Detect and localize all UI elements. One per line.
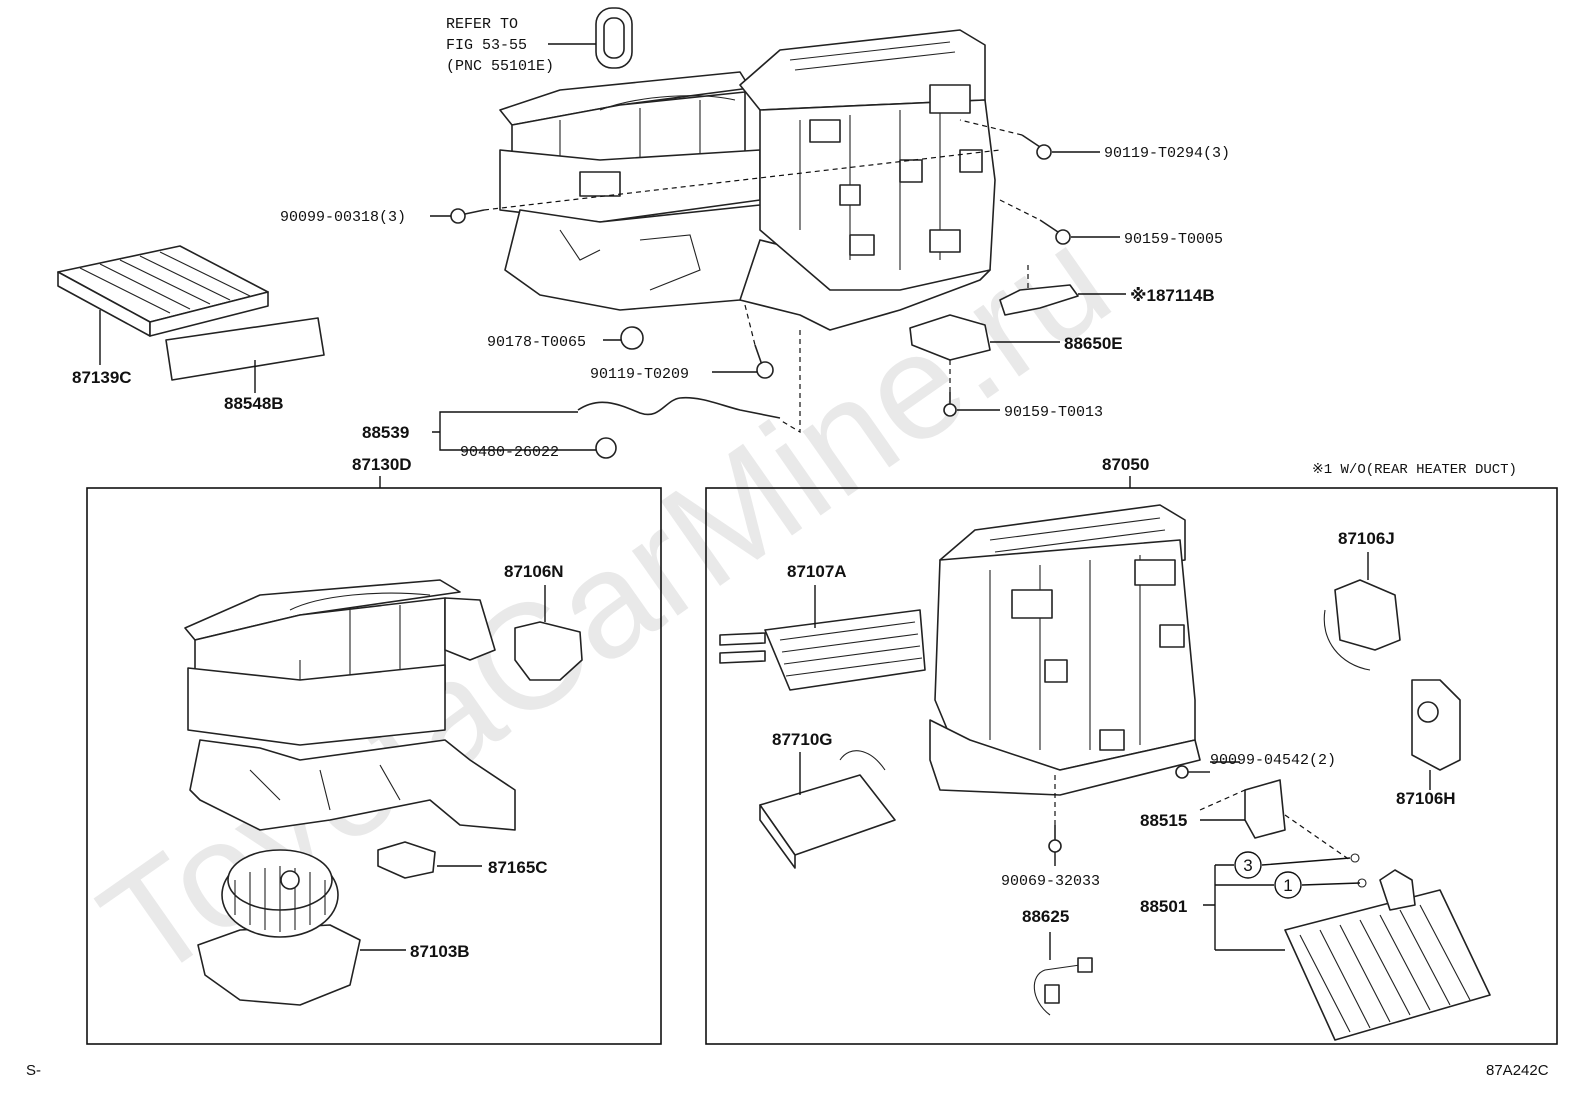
thermistor-88625-icon: [1033, 957, 1093, 1016]
label-87710g: 87710G: [772, 730, 833, 749]
label-90178-t0065: 90178-T0065: [487, 334, 586, 351]
blower-motor-87103b-icon: [197, 849, 361, 1006]
callout-1-circle: [1274, 871, 1302, 899]
label-87106h: 87106H: [1396, 789, 1456, 808]
corner-right-tag: 87A242C: [1486, 1062, 1549, 1079]
refer-line-1: REFER TO: [446, 16, 518, 33]
bolt-90119-t0294-icon: [1021, 134, 1052, 160]
label-88501: 88501: [1140, 897, 1187, 916]
screw-90159-t0013-icon: [943, 392, 957, 417]
servo-87106j-icon: [1323, 579, 1401, 671]
bracket-87114b-icon: [999, 284, 1079, 316]
label-90099-04542: 90099-04542(2): [1210, 752, 1336, 769]
expansion-valve-88515-icon: [1244, 779, 1286, 839]
hose-88539-icon: [577, 396, 781, 419]
corner-left-tag: S-: [26, 1062, 41, 1079]
refer-line-3: (PNC 55101E): [446, 58, 554, 75]
label-88539: 88539: [362, 423, 409, 442]
nut-90178-t0065-icon: [620, 326, 644, 350]
screw-90159-t0005-icon: [1039, 219, 1071, 245]
label-88650e: 88650E: [1064, 334, 1123, 353]
label-90480-26022: 90480-26022: [460, 444, 559, 461]
label-87106n: 87106N: [504, 562, 564, 581]
label-87106j: 87106J: [1338, 529, 1395, 548]
hvac-unit-assembly: [499, 29, 996, 331]
label-87114b: ※187114B: [1130, 286, 1215, 305]
ptc-heater-87710g-icon: [759, 750, 896, 869]
callout-3-circle: [1234, 851, 1262, 879]
right-box-frame: [705, 487, 1558, 1045]
label-90119-t0294: 90119-T0294(3): [1104, 145, 1230, 162]
bolt-90119-t0209-icon: [754, 344, 774, 379]
label-88515: 88515: [1140, 811, 1187, 830]
label-87165c: 87165C: [488, 858, 548, 877]
grommet-90480-26022-icon: [595, 437, 617, 459]
hvac-case-87050: [929, 504, 1201, 796]
module-88650e-icon: [909, 314, 991, 361]
grommet-55101e: [548, 7, 633, 69]
label-88625: 88625: [1022, 907, 1069, 926]
label-90069-32033: 90069-32033: [1001, 873, 1100, 890]
screw-90099-04542-icon: [1175, 765, 1210, 779]
callout-1: 1: [1283, 876, 1292, 895]
blower-housing-87130d: [184, 579, 516, 831]
resistor-87165c-icon: [377, 841, 436, 879]
evaporator-88501-icon: [1284, 853, 1491, 1041]
label-90119-t0209: 90119-T0209: [590, 366, 689, 383]
refer-line-2: FIG 53-55: [446, 37, 527, 54]
screw-90069-32033-icon: [1048, 825, 1062, 853]
servo-87106n-icon: [514, 621, 583, 681]
right-box-title: 87050: [1102, 455, 1149, 474]
screw-90099-00318-icon: [450, 208, 485, 224]
label-87107a: 87107A: [787, 562, 847, 581]
heater-core-87107a-icon: [719, 609, 926, 691]
left-box-title: 87130D: [352, 455, 412, 474]
label-87103b: 87103B: [410, 942, 470, 961]
left-box-frame: [86, 487, 662, 1045]
label-88548b: 88548B: [224, 394, 284, 413]
label-90159-t0005: 90159-T0005: [1124, 231, 1223, 248]
rear-heater-note: ※1 W/O(REAR HEATER DUCT): [1312, 462, 1517, 478]
label-90099-00318: 90099-00318(3): [280, 209, 406, 226]
label-90159-t0013: 90159-T0013: [1004, 404, 1103, 421]
label-87139c: 87139C: [72, 368, 132, 387]
servo-87106h-icon: [1411, 679, 1461, 771]
callout-3: 3: [1243, 856, 1252, 875]
cover-88548b-icon: [165, 317, 325, 381]
air-filter-87139c-icon: [57, 245, 269, 337]
